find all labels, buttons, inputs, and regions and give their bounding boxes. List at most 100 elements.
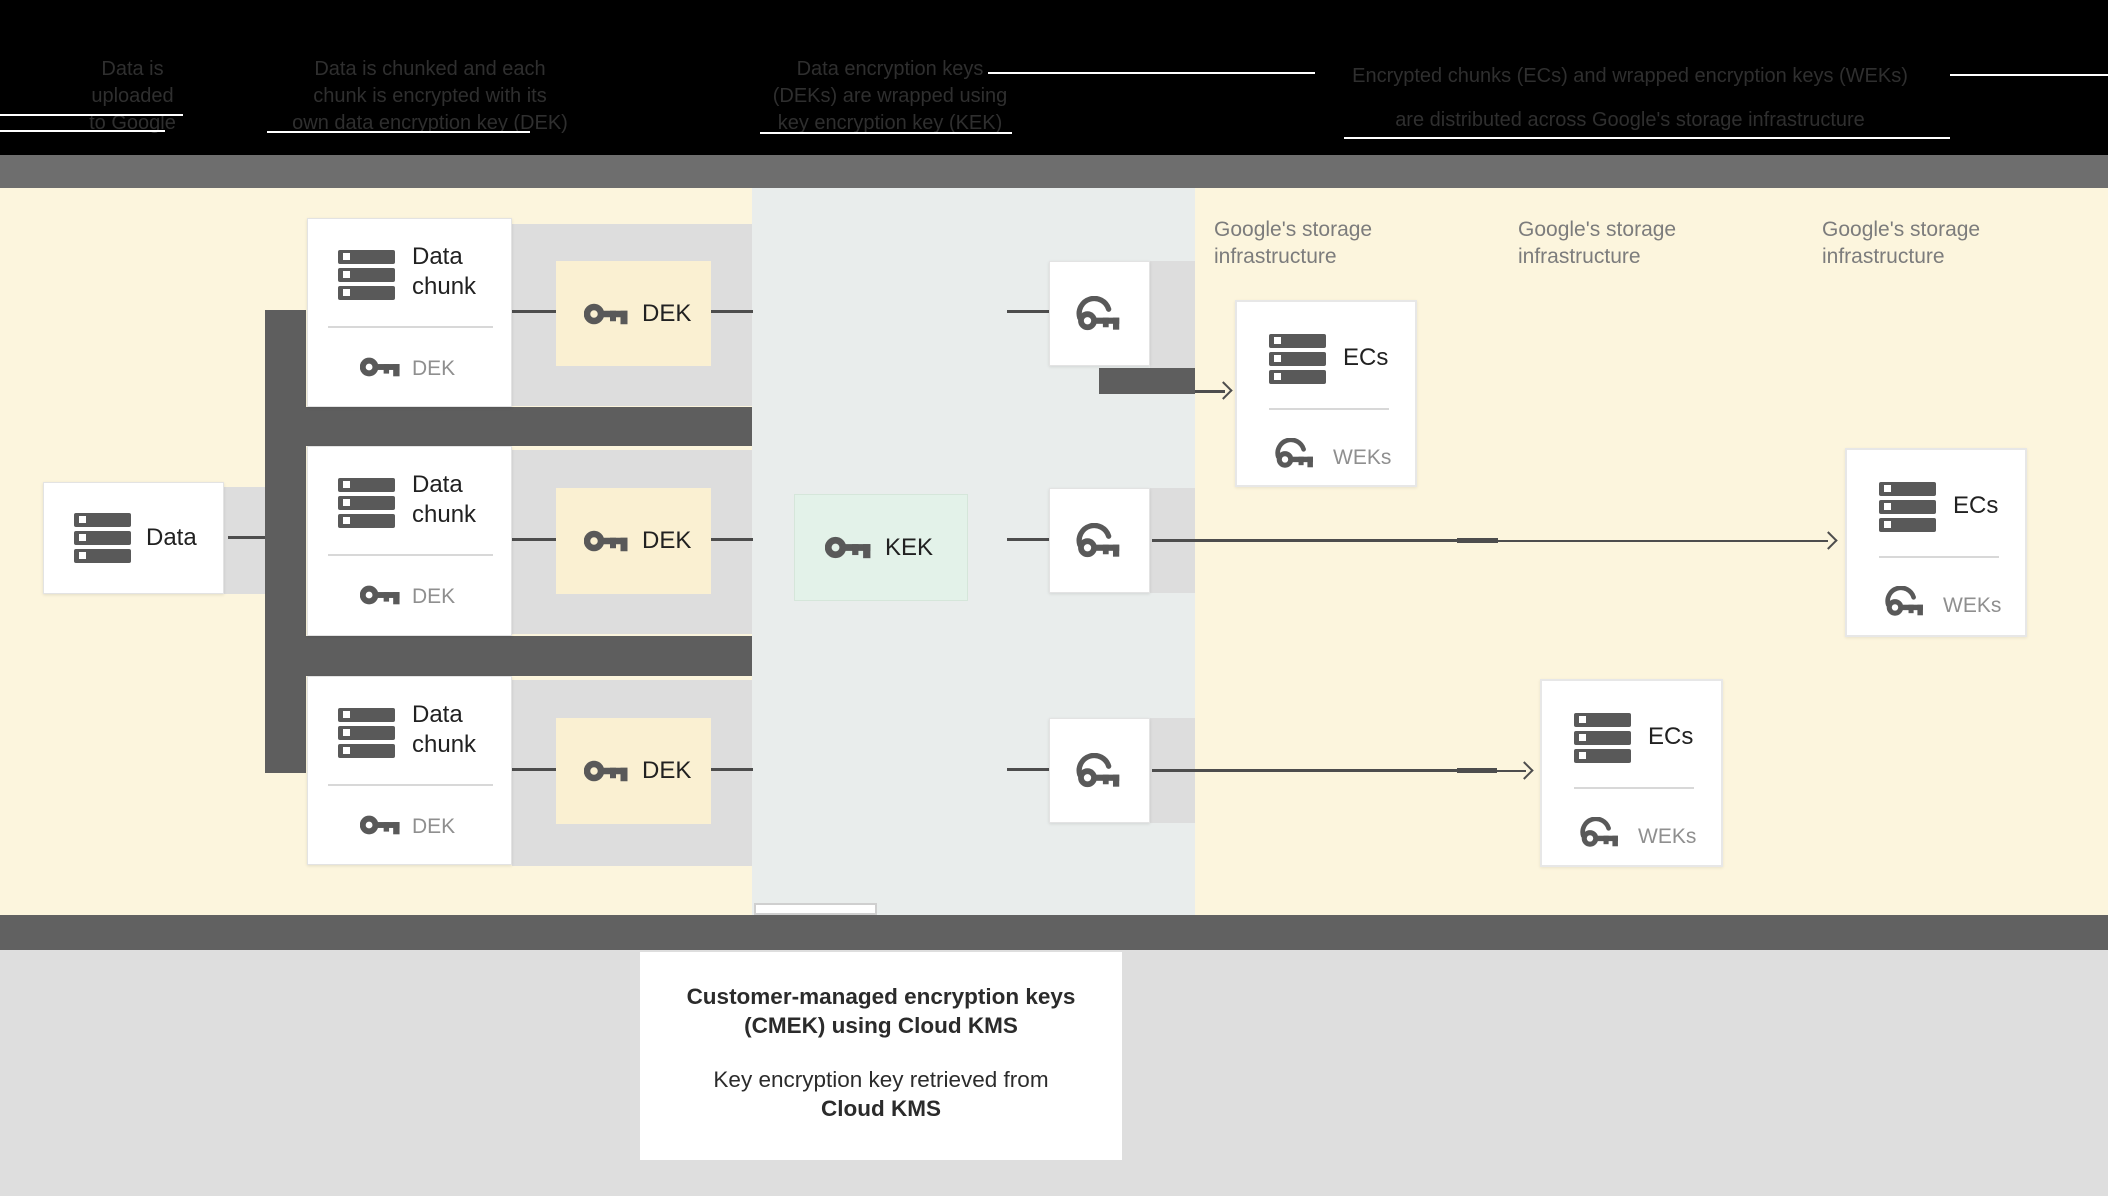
storage-infrastructure-label: Google's storage infrastructure [1214, 216, 1434, 270]
wrapped-key-box [1049, 261, 1150, 366]
ecs-icon [1574, 713, 1631, 763]
ecs-box: ECs WEKs [1845, 448, 2027, 637]
row3-connector [1007, 768, 1049, 771]
header-underline [267, 131, 530, 133]
row2-arrow-line-thick [1457, 538, 1498, 543]
weks-label: WEKs [1943, 594, 2002, 617]
weks-label: WEKs [1638, 825, 1697, 848]
header-underline [988, 72, 1315, 74]
cmek-caption-box: Customer-managed encryption keys (CMEK) … [640, 952, 1122, 1160]
data-chunk-label: Data chunk [412, 470, 476, 530]
ecs-divider [1574, 787, 1694, 789]
ecs-divider [1269, 408, 1389, 410]
wrapped-key-icon [1076, 522, 1119, 557]
storage-infrastructure-label: Google's storage infrastructure [1822, 216, 2042, 270]
row3-connector [512, 768, 556, 771]
row3-arrow-line [1152, 769, 1457, 772]
caption-spacer [640, 1040, 1122, 1066]
chunk-spine-bar [265, 310, 306, 773]
data-chunk-label-line: Data [412, 471, 463, 498]
bottom-divider-band [0, 915, 2108, 950]
storage-label-line: infrastructure [1214, 245, 1337, 268]
header-step-1-line: to Google [89, 112, 176, 134]
row2-arrow-line [1152, 539, 1457, 542]
row2-arrow-line [1498, 540, 1828, 542]
chunk-divider [328, 326, 493, 328]
row-separator-bar-2 [265, 636, 752, 676]
chunk-divider [328, 784, 493, 786]
row3-arrowhead [1515, 761, 1534, 780]
header-step-1-line: uploaded [91, 85, 174, 107]
data-strip [224, 487, 265, 594]
header-step-3-line: Data encryption keys [796, 58, 984, 80]
header-underline [760, 132, 1012, 134]
ecs-label: ECs [1648, 723, 1694, 750]
data-chunk-icon [338, 250, 395, 300]
storage-label-line: infrastructure [1518, 245, 1641, 268]
row1-connector [711, 310, 753, 313]
row1-arrow-line [1195, 390, 1225, 393]
header-step-2-line: Data is chunked and each [314, 58, 546, 80]
row-separator-bar-1 [265, 407, 752, 446]
ecs-label: ECs [1343, 344, 1389, 371]
storage-label-line: Google's storage [1518, 218, 1677, 241]
caption-body-line: Cloud KMS [821, 1095, 941, 1121]
wrapped-key-icon [1275, 438, 1313, 468]
wrapped-key1-thick-arrow [1099, 368, 1195, 394]
chunk-dek-label: DEK [412, 585, 456, 608]
header-band: Data is uploaded to Google Data is chunk… [0, 0, 2108, 155]
kek-label: KEK [885, 533, 934, 561]
ecs-label: ECs [1953, 492, 1999, 519]
data-box: Data [43, 482, 224, 594]
data-chunk-label-line: chunk [412, 501, 477, 528]
header-underline [0, 114, 183, 116]
data-label: Data [146, 524, 197, 551]
data-chunk-icon [338, 478, 395, 528]
row2-arrowhead [1819, 531, 1838, 550]
row1-connector [1007, 310, 1049, 313]
wrapped-key-icon [1076, 295, 1119, 330]
weks-label: WEKs [1333, 446, 1392, 469]
footer-area: Customer-managed encryption keys (CMEK) … [0, 950, 2108, 1196]
header-step-2: Data is chunked and each chunk is encryp… [255, 56, 605, 137]
dek-label: DEK [642, 757, 692, 784]
ecs-divider [1879, 556, 1999, 558]
top-divider-band [0, 155, 2108, 188]
header-step-4-line: are distributed across Google's storage … [1395, 109, 1865, 131]
row2-connector [1007, 538, 1049, 541]
dek-box: DEK [556, 718, 711, 824]
header-step-4: Encrypted chunks (ECs) and wrapped encry… [1280, 64, 1980, 152]
header-underline [1950, 74, 2108, 76]
key1-strip [1150, 261, 1195, 368]
ecs-box: ECs WEKs [1235, 300, 1417, 487]
dek-box: DEK [556, 488, 711, 594]
header-step-3: Data encryption keys (DEKs) are wrapped … [745, 56, 1035, 137]
key-icon [584, 760, 628, 782]
row3-arrow-line [1497, 770, 1526, 772]
key-icon [360, 815, 400, 835]
data-chunk-box: Data chunk DEK [307, 218, 512, 407]
header-step-2-line: chunk is encrypted with its [313, 85, 547, 107]
kms-callout-notch [754, 903, 877, 915]
storage-label-line: Google's storage [1214, 218, 1373, 241]
dek-label: DEK [642, 527, 692, 554]
storage-infrastructure-label: Google's storage infrastructure [1518, 216, 1738, 270]
wrapped-key-box [1049, 488, 1150, 593]
caption-title-line: Customer-managed encryption keys [686, 984, 1076, 1009]
data-chunk-label: Data chunk [412, 700, 476, 760]
dek-box: DEK [556, 261, 711, 366]
data-chunk-label-line: chunk [412, 731, 477, 758]
diagram-canvas: Data Data chunk DEK Data chunk [0, 188, 2108, 915]
row1-connector [512, 310, 556, 313]
data-chunk-box: Data chunk DEK [307, 446, 512, 636]
header-underline [1344, 137, 1950, 139]
data-chunk-label-line: Data [412, 701, 463, 728]
caption-body-line: Key encryption key retrieved from [713, 1067, 1049, 1092]
wrapped-key-icon [1076, 752, 1119, 787]
chunk-dek-label: DEK [412, 815, 456, 838]
row1-arrowhead [1214, 381, 1233, 400]
row2-connector [512, 538, 556, 541]
data-icon [74, 513, 131, 563]
data-chunk-label-line: chunk [412, 273, 477, 300]
